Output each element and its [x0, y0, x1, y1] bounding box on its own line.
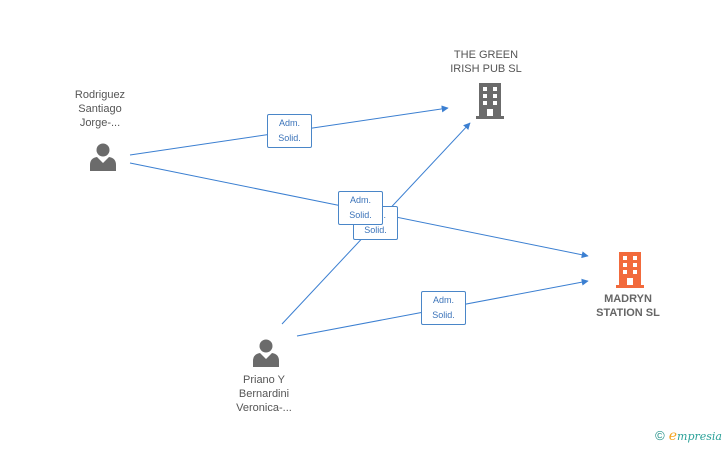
- company1-building-icon[interactable]: [474, 83, 506, 119]
- company2-name-line1: MADRYN: [604, 293, 652, 305]
- copyright-symbol: ©: [655, 428, 665, 443]
- company1-name-line2: IRISH PUB SL: [450, 63, 522, 75]
- edge-label-person1-company1[interactable]: Adm. Solid.: [267, 114, 312, 148]
- person1-person-icon[interactable]: [88, 141, 118, 171]
- person1-label: Rodriguez Santiago Jorge-...: [60, 88, 140, 130]
- edge-role-line2: Solid.: [364, 225, 387, 235]
- person1-name-line3: Jorge-...: [79, 117, 121, 129]
- edge-role-line1: Adm.: [349, 195, 371, 205]
- company1-label: THE GREEN IRISH PUB SL: [436, 48, 536, 76]
- person2-name-line3: Veronica-...: [236, 402, 292, 414]
- company2-name-line2: STATION SL: [596, 307, 660, 319]
- brand-name: mpresia: [677, 430, 722, 443]
- edge-role-line2: Solid.: [278, 133, 301, 143]
- company2-building-icon[interactable]: [614, 252, 646, 288]
- person2-name-line1: Priano Y: [243, 374, 285, 386]
- brand-watermark: ©empresia: [655, 428, 722, 444]
- person2-person-icon[interactable]: [251, 337, 281, 367]
- edge-label-person2-company2[interactable]: Adm. Solid.: [421, 291, 466, 325]
- edge-role-line2: Solid.: [349, 210, 372, 220]
- edge-role-line2: Solid.: [432, 310, 455, 320]
- person2-label: Priano Y Bernardini Veronica-...: [222, 373, 306, 415]
- edge-label-person1-company2[interactable]: Adm. Solid.: [338, 191, 383, 225]
- person1-name-line1: Rodriguez: [74, 89, 126, 101]
- person1-name-line2: Santiago: [78, 103, 122, 115]
- person2-name-line2: Bernardini: [238, 388, 290, 400]
- brand-initial: e: [668, 428, 678, 444]
- company2-label: MADRYN STATION SL: [585, 292, 671, 320]
- edge-role-line1: Adm.: [432, 295, 454, 305]
- edge-role-line1: Adm.: [278, 118, 300, 128]
- company1-name-line1: THE GREEN: [453, 49, 519, 61]
